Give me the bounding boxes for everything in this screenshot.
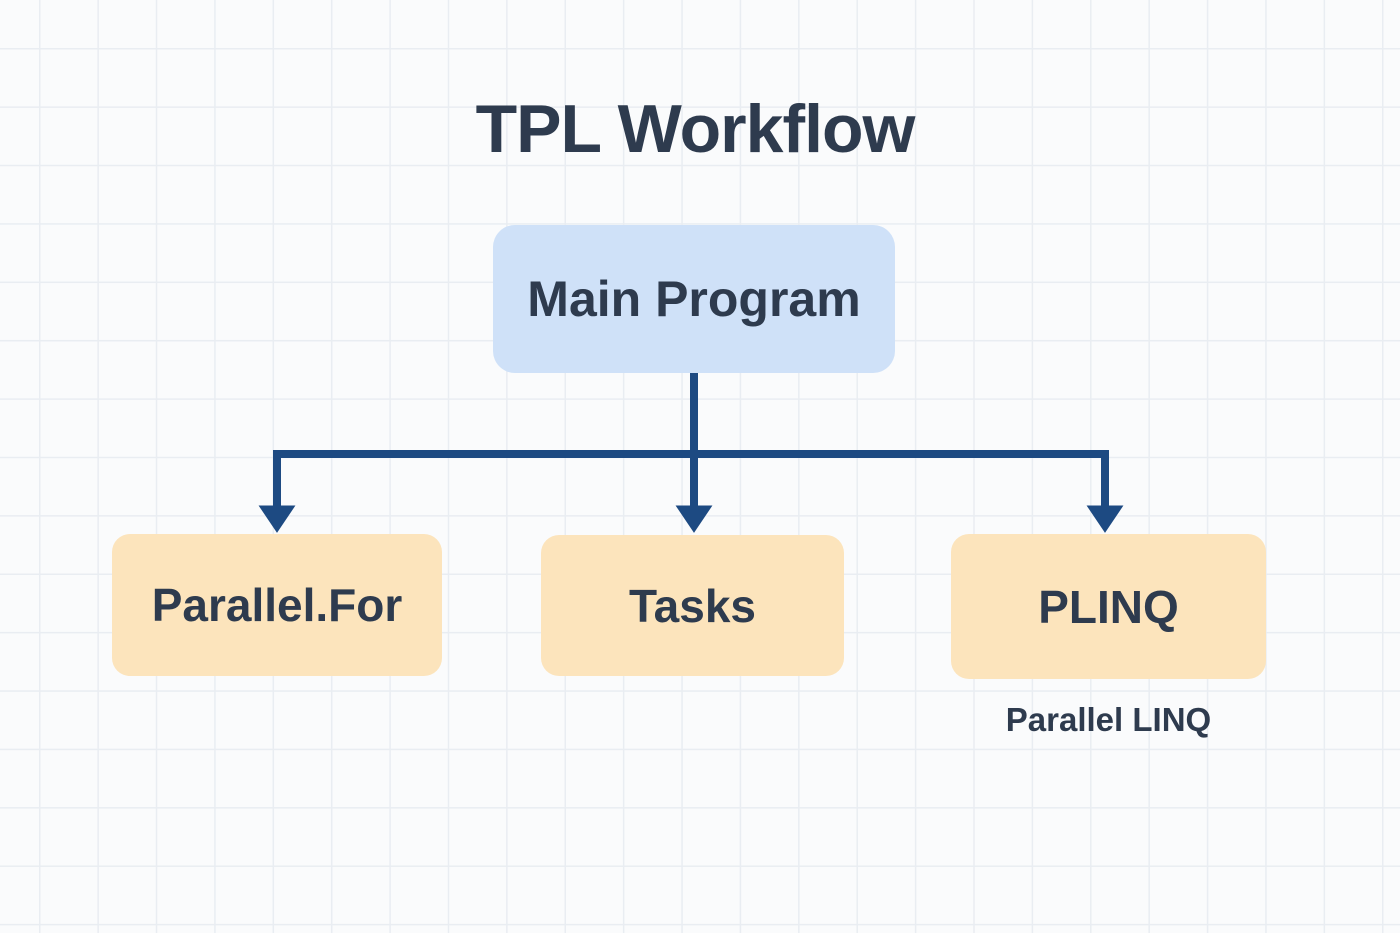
arrowhead-right-icon — [1086, 505, 1124, 533]
node-tasks-label: Tasks — [628, 579, 757, 632]
arrowhead-center-icon — [675, 505, 713, 533]
arrowhead-left-icon — [258, 505, 296, 533]
node-tasks: Tasks — [541, 535, 844, 676]
node-main-program-label: Main Program — [527, 271, 861, 327]
plinq-sublabel: Parallel LINQ — [1005, 701, 1212, 738]
node-parallel-for-label: Parallel.For — [151, 579, 403, 631]
node-plinq-label: PLINQ — [1038, 580, 1179, 633]
node-main-program: Main Program — [493, 225, 895, 373]
page-title: TPL Workflow — [475, 91, 916, 167]
node-plinq: PLINQ — [951, 534, 1266, 679]
arrow-branch-line — [273, 450, 1109, 508]
node-parallel-for: Parallel.For — [112, 534, 442, 676]
